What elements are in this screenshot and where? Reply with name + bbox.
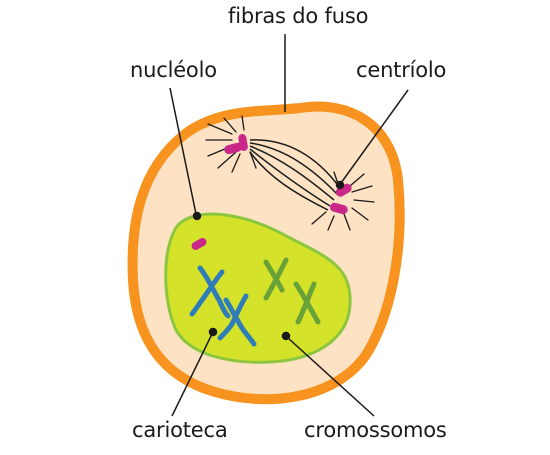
label-carioteca: carioteca: [132, 418, 228, 442]
centriole-left-2: [238, 134, 248, 151]
leader-lines: [169, 34, 409, 417]
nucleolus: [191, 238, 207, 250]
chromosome-blue-2: [217, 293, 257, 347]
leader-nucleolo: [169, 87, 197, 215]
leader-nucleolo-dot: [192, 211, 202, 221]
chromosome-green-2: [293, 281, 321, 325]
leader-cromossomos: [287, 337, 375, 417]
spindle-fibers: [249, 139, 341, 211]
label-centriolo: centríolo: [356, 58, 447, 82]
leader-carioteca-dot: [208, 327, 218, 337]
centriole-left-1: [224, 142, 242, 155]
leader-cromossomos-dot: [281, 331, 291, 341]
centriole-right-1: [335, 183, 352, 197]
centriole-right-2: [330, 202, 348, 215]
leader-centriolo-dot: [335, 180, 345, 190]
label-nucleolo: nucléolo: [130, 58, 217, 82]
nucleus: [164, 212, 352, 364]
leader-carioteca: [171, 333, 213, 417]
label-fibras-do-fuso: fibras do fuso: [228, 4, 369, 28]
chromosome-green-1: [263, 257, 289, 301]
label-cromossomos: cromossomos: [304, 418, 447, 442]
leader-centriolo: [340, 89, 409, 184]
chromosome-blue-1: [189, 265, 231, 319]
